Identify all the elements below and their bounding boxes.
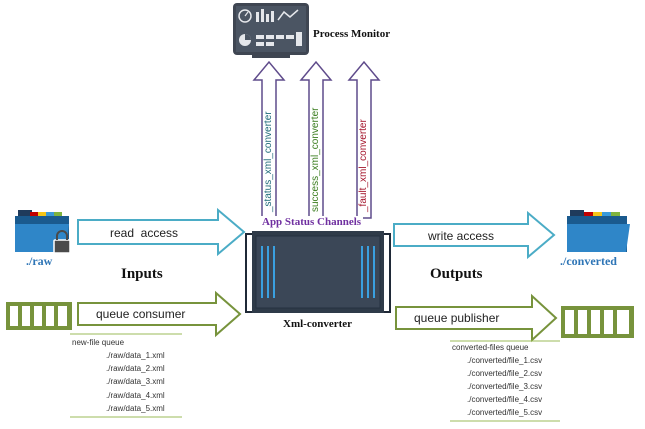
fault-channel-arrow: [347, 60, 381, 219]
output-queue-item: ./converted/file_3.csv: [467, 382, 543, 391]
output-queue-title: converted-files queue: [452, 343, 529, 352]
dashboard-monitor-icon: [233, 3, 309, 58]
status-channel-label: _status_xml_converter: [263, 111, 274, 212]
queue-consumer-label: queue consumer: [96, 307, 186, 321]
input-queue-item: ./raw/data_2.xml: [106, 364, 165, 373]
output-queue-item: ./converted/file_2.csv: [467, 369, 543, 378]
output-queue-item: ./converted/file_5.csv: [467, 408, 543, 417]
success-channel-arrow: [299, 60, 333, 219]
input-queue-item: ./raw/data_4.xml: [106, 391, 165, 400]
output-queue-item: ./converted/file_1.csv: [467, 356, 543, 365]
input-queue-list-lines: [70, 333, 182, 418]
process-monitor-title: Process Monitor: [313, 28, 391, 40]
output-queue-list-lines: [450, 340, 560, 422]
read-access-label: read access: [110, 226, 179, 240]
raw-folder-label: ./raw: [26, 254, 53, 268]
queue-publisher-label: queue publisher: [414, 311, 500, 325]
write-access-arrow: [393, 210, 556, 260]
input-queue-icon: [6, 302, 72, 330]
queue-publisher-arrow: [395, 293, 558, 343]
input-queue-item: ./raw/data_1.xml: [106, 351, 165, 360]
output-queue-icon: [561, 306, 634, 338]
converter-label: Xml-converter: [283, 318, 353, 330]
outputs-heading: Outputs: [430, 266, 483, 282]
app-status-channels-label: App Status Channels: [260, 216, 364, 228]
raw-folder-icon: [15, 210, 71, 254]
input-queue-title: new-file queue: [72, 338, 125, 347]
write-access-label: write access: [428, 229, 495, 243]
converted-folder-icon: [567, 210, 630, 252]
input-queue-item: ./raw/data_5.xml: [106, 404, 165, 413]
fault-channel-label: _fault_xml_converter: [358, 119, 369, 212]
inputs-heading: Inputs: [121, 266, 163, 282]
queue-consumer-arrow: [77, 290, 242, 338]
status-channel-arrow: [252, 60, 286, 219]
read-access-arrow: [77, 207, 246, 257]
converted-folder-label: ./converted: [560, 254, 617, 268]
input-queue-item: ./raw/data_3.xml: [106, 377, 165, 386]
converter-box: [245, 231, 391, 313]
output-queue-item: ./converted/file_4.csv: [467, 395, 543, 404]
success-channel-label: success_xml_converter: [310, 107, 321, 212]
